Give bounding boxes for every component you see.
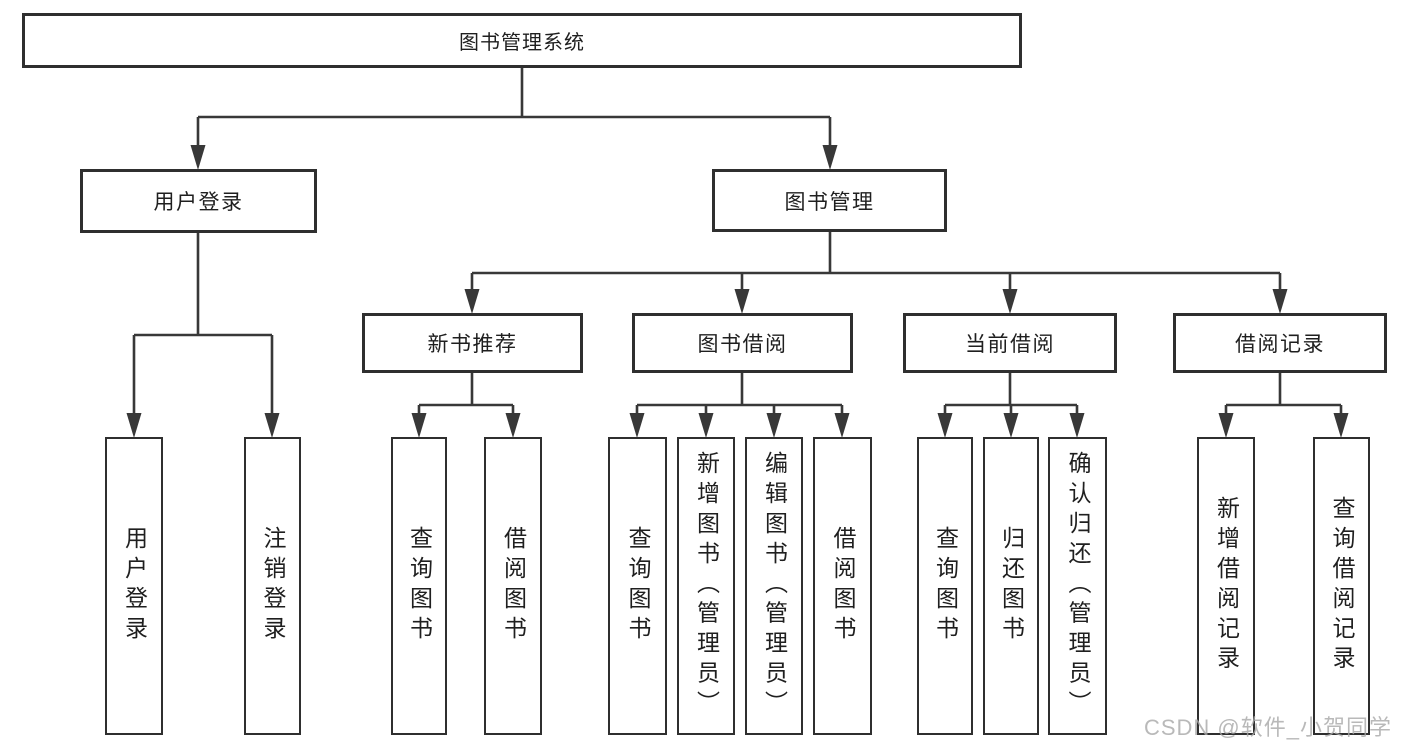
node-book-borrowing: 图书借阅 (632, 313, 853, 373)
leaf-borrow-books-borrowing: 借阅图书 (813, 437, 872, 735)
leaf-return-books: 归还图书 (983, 437, 1039, 735)
node-current-borrowing: 当前借阅 (903, 313, 1117, 373)
leaf-query-books-recommend: 查询图书 (391, 437, 447, 735)
leaf-query-borrow-record: 查询借阅记录 (1313, 437, 1370, 735)
node-book-management: 图书管理 (712, 169, 947, 232)
leaf-query-books-current: 查询图书 (917, 437, 973, 735)
leaf-user-login: 用户登录 (105, 437, 163, 735)
leaf-add-borrow-record: 新增借阅记录 (1197, 437, 1255, 735)
node-new-book-recommend: 新书推荐 (362, 313, 583, 373)
leaf-confirm-return-admin: 确认归还（管理员） (1048, 437, 1107, 735)
node-user-login: 用户登录 (80, 169, 317, 233)
leaf-query-books-borrowing: 查询图书 (608, 437, 667, 735)
node-borrowing-records: 借阅记录 (1173, 313, 1387, 373)
leaf-edit-books-admin: 编辑图书（管理员） (745, 437, 803, 735)
leaf-logout: 注销登录 (244, 437, 301, 735)
leaf-borrow-books-recommend: 借阅图书 (484, 437, 542, 735)
node-root-system: 图书管理系统 (22, 13, 1022, 68)
leaf-add-books-admin: 新增图书（管理员） (677, 437, 735, 735)
